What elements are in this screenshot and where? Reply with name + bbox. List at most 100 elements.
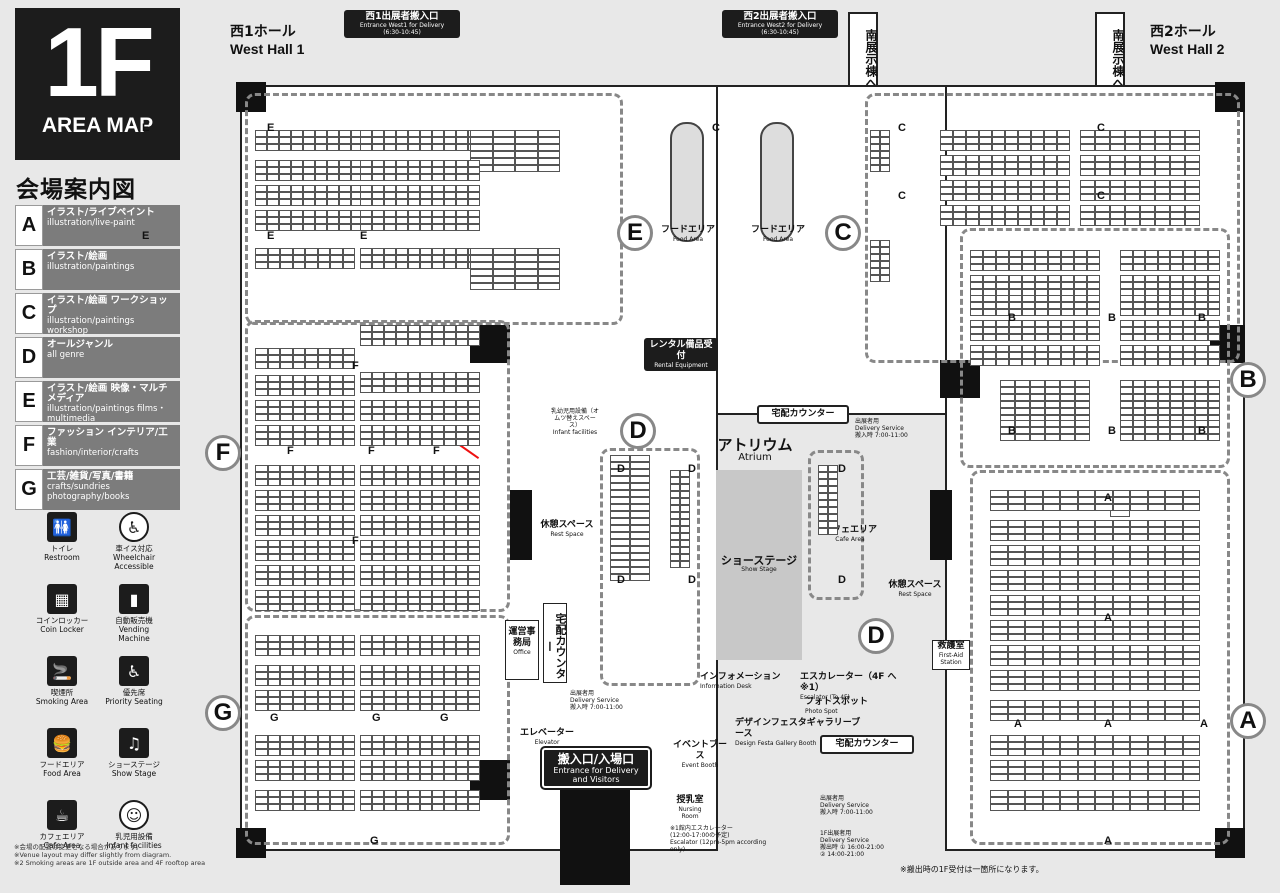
booth-cell[interactable] <box>342 497 355 504</box>
booth-cell[interactable] <box>456 760 468 767</box>
booth-cell[interactable] <box>456 379 468 386</box>
booth-cell[interactable] <box>360 679 372 686</box>
booth-cell[interactable] <box>384 224 396 231</box>
booth-cell[interactable] <box>1060 520 1078 527</box>
booth-cell[interactable] <box>1112 670 1130 677</box>
booth-cell[interactable] <box>456 742 468 749</box>
booth-cell[interactable] <box>1061 275 1074 282</box>
booth-cell[interactable] <box>1195 334 1208 341</box>
booth-cell[interactable] <box>255 665 268 672</box>
booth-cell[interactable] <box>420 137 432 144</box>
booth-cell[interactable] <box>408 797 420 804</box>
booth-cell[interactable] <box>1147 700 1165 707</box>
booth-cell[interactable] <box>408 386 420 393</box>
booth-cell[interactable] <box>1025 645 1043 652</box>
booth-cell[interactable] <box>303 137 315 144</box>
booth-cell[interactable] <box>396 400 408 407</box>
booth-cell[interactable] <box>456 774 468 781</box>
booth-cell[interactable] <box>468 515 480 522</box>
booth-cell[interactable] <box>267 554 280 561</box>
booth-cell[interactable] <box>983 282 996 289</box>
booth-cell[interactable] <box>1095 627 1113 634</box>
booth-block[interactable] <box>360 372 480 393</box>
booth-cell[interactable] <box>1080 169 1095 176</box>
booth-cell[interactable] <box>360 565 372 572</box>
booth-cell[interactable] <box>1165 774 1183 781</box>
booth-cell[interactable] <box>420 774 432 781</box>
booth-cell[interactable] <box>670 477 680 484</box>
booth-cell[interactable] <box>1157 334 1170 341</box>
booth-cell[interactable] <box>1145 345 1158 352</box>
booth-cell[interactable] <box>1182 359 1195 366</box>
booth-cell[interactable] <box>1060 670 1078 677</box>
booth-cell[interactable] <box>979 194 992 201</box>
booth-cell[interactable] <box>384 167 396 174</box>
booth-cell[interactable] <box>870 240 880 247</box>
booth-cell[interactable] <box>292 515 305 522</box>
booth-cell[interactable] <box>292 760 305 767</box>
booth-cell[interactable] <box>818 493 828 500</box>
booth-cell[interactable] <box>1165 652 1183 659</box>
booth-block[interactable] <box>360 590 480 611</box>
booth-cell[interactable] <box>1207 275 1220 282</box>
booth-cell[interactable] <box>420 217 432 224</box>
booth-cell[interactable] <box>1182 552 1200 559</box>
booth-cell[interactable] <box>1182 387 1195 394</box>
booth-block[interactable] <box>940 205 1070 226</box>
booth-cell[interactable] <box>280 382 293 389</box>
booth-cell[interactable] <box>970 282 983 289</box>
booth-cell[interactable] <box>432 672 444 679</box>
booth-cell[interactable] <box>408 635 420 642</box>
booth-cell[interactable] <box>1112 760 1130 767</box>
booth-cell[interactable] <box>1112 714 1130 721</box>
booth-cell[interactable] <box>456 217 468 224</box>
booth-cell[interactable] <box>420 554 432 561</box>
booth-cell[interactable] <box>280 604 293 611</box>
booth-cell[interactable] <box>1022 275 1035 282</box>
booth-cell[interactable] <box>396 540 408 547</box>
booth-cell[interactable] <box>1042 700 1060 707</box>
booth-cell[interactable] <box>432 797 444 804</box>
booth-cell[interactable] <box>468 414 480 421</box>
booth-cell[interactable] <box>360 414 372 421</box>
booth-cell[interactable] <box>990 797 1008 804</box>
booth-cell[interactable] <box>468 804 480 811</box>
booth-block[interactable] <box>1080 205 1200 226</box>
booth-cell[interactable] <box>280 348 293 355</box>
booth-cell[interactable] <box>818 514 828 521</box>
booth-cell[interactable] <box>953 187 966 194</box>
booth-cell[interactable] <box>396 690 408 697</box>
booth-cell[interactable] <box>870 275 880 282</box>
booth-cell[interactable] <box>330 479 343 486</box>
booth-cell[interactable] <box>342 362 355 369</box>
booth-cell[interactable] <box>317 649 330 656</box>
booth-cell[interactable] <box>292 690 305 697</box>
booth-cell[interactable] <box>1077 735 1095 742</box>
booth-cell[interactable] <box>280 540 293 547</box>
booth-cell[interactable] <box>360 262 372 269</box>
booth-cell[interactable] <box>1130 584 1148 591</box>
booth-cell[interactable] <box>1207 327 1220 334</box>
booth-cell[interactable] <box>317 472 330 479</box>
booth-cell[interactable] <box>444 144 456 151</box>
booth-cell[interactable] <box>342 382 355 389</box>
booth-block[interactable] <box>255 400 355 421</box>
booth-cell[interactable] <box>420 130 432 137</box>
booth-cell[interactable] <box>979 205 992 212</box>
booth-cell[interactable] <box>396 479 408 486</box>
booth-cell[interactable] <box>1140 194 1155 201</box>
booth-cell[interactable] <box>1060 408 1075 415</box>
booth-cell[interactable] <box>1005 194 1018 201</box>
booth-cell[interactable] <box>1007 602 1025 609</box>
booth-cell[interactable] <box>342 649 355 656</box>
booth-cell[interactable] <box>1061 359 1074 366</box>
booth-cell[interactable] <box>360 760 372 767</box>
booth-cell[interactable] <box>1031 194 1044 201</box>
booth-cell[interactable] <box>1170 144 1185 151</box>
booth-cell[interactable] <box>468 407 480 414</box>
booth-cell[interactable] <box>1077 570 1095 577</box>
booth-cell[interactable] <box>990 749 1008 756</box>
booth-cell[interactable] <box>468 554 480 561</box>
booth-cell[interactable] <box>1195 420 1208 427</box>
